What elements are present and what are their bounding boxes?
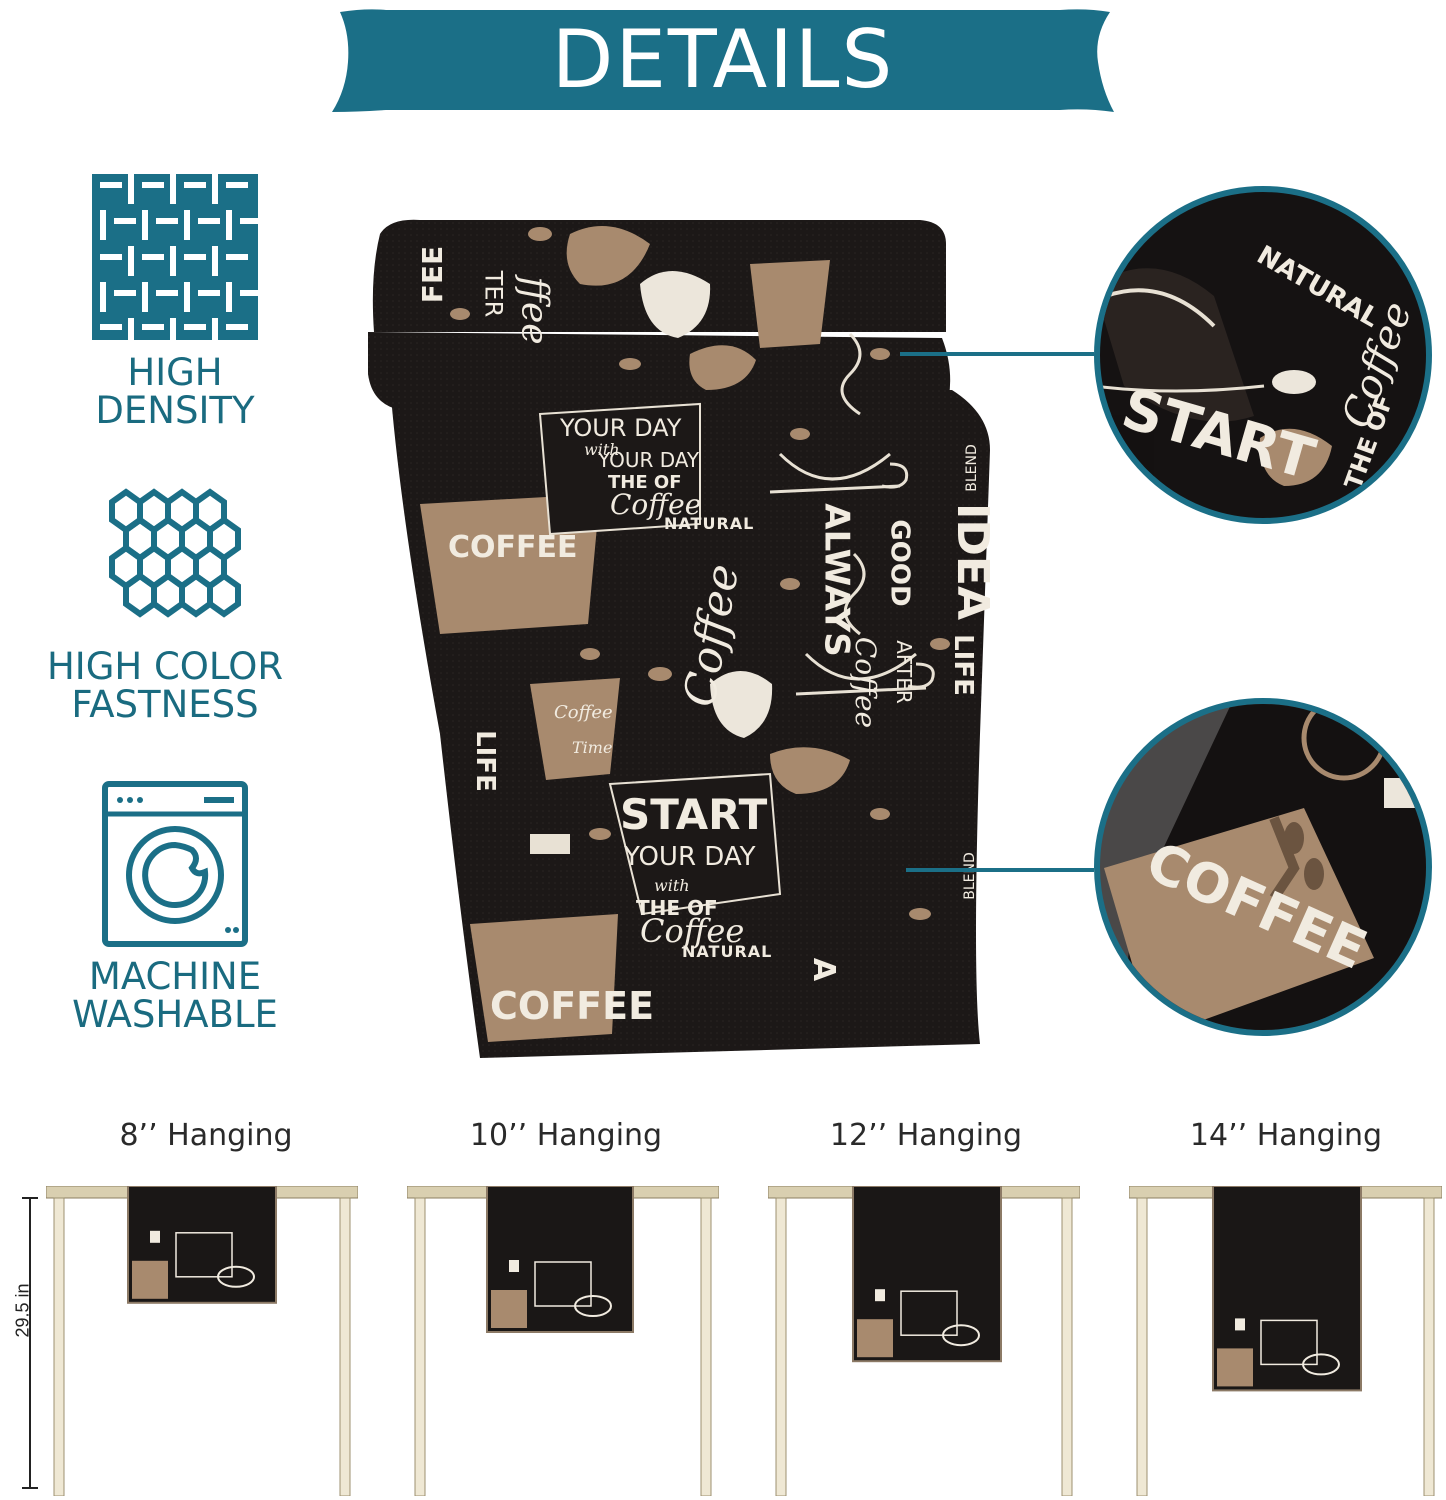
runner-motif	[1260, 1319, 1318, 1366]
height-label: 29.5 in	[12, 1283, 33, 1338]
product-text: Coffee	[610, 488, 702, 521]
product-text: COFFEE	[490, 984, 655, 1028]
runner-motif	[534, 1261, 592, 1307]
feature-label-density: HIGH DENSITY	[60, 354, 290, 430]
zoom-connector-lines	[900, 352, 1094, 872]
hanging-table-diagram	[407, 1186, 719, 1496]
table-leg	[414, 1197, 426, 1496]
details-banner	[332, 9, 1114, 112]
product-text: with	[584, 440, 620, 459]
product-text: YOUR DAY	[624, 842, 756, 872]
product-text: COFFEE	[448, 530, 578, 565]
product-text: YOUR DAY	[560, 414, 682, 442]
runner-motif	[900, 1290, 958, 1336]
feature-line: DENSITY	[95, 389, 255, 432]
feature-line: FASTNESS	[71, 683, 259, 726]
feature-label-washable: MACHINE WASHABLE	[40, 958, 310, 1034]
runner-motif	[150, 1230, 160, 1243]
details-title: DETAILS	[551, 13, 895, 106]
product-text: NATURAL	[682, 942, 773, 961]
product-text: NATURAL	[664, 514, 755, 533]
table-leg	[1061, 1197, 1073, 1496]
table-leg	[1423, 1197, 1435, 1496]
hanging-table-diagram	[46, 1186, 358, 1496]
honeycomb-icon	[109, 488, 241, 618]
table-runner-product	[368, 219, 990, 1058]
product-text: Time	[572, 738, 613, 757]
product-text: Coffee	[640, 912, 745, 950]
runner-motif	[509, 1260, 519, 1272]
hanging-label-14: 14’’ Hanging	[1189, 1118, 1383, 1153]
zoom-fabric-edge: COFFEE	[1094, 698, 1432, 1036]
product-text: Coffee	[554, 702, 613, 723]
hanging-table-diagram	[768, 1186, 1080, 1496]
product-text: THE OF	[636, 896, 718, 920]
runner-motif	[1217, 1348, 1253, 1387]
runner-motif	[1235, 1318, 1245, 1331]
product-text: YOUR DAY	[598, 448, 700, 472]
feature-line: MACHINE	[88, 955, 262, 998]
table-leg	[700, 1197, 712, 1496]
height-measure	[22, 1197, 38, 1489]
product-text: START	[620, 790, 768, 839]
hanging-label-8: 8’’ Hanging	[119, 1118, 293, 1153]
runner-motif	[857, 1319, 893, 1358]
table-leg	[775, 1197, 787, 1496]
runner-motif	[875, 1289, 885, 1302]
feature-line: HIGH	[127, 351, 223, 394]
washing-machine-icon	[102, 781, 248, 947]
hanging-label-10: 10’’ Hanging	[469, 1118, 663, 1153]
feature-line: HIGH COLOR	[46, 645, 284, 688]
table-leg	[53, 1197, 65, 1496]
table-leg	[339, 1197, 351, 1496]
zoom-fabric-print: NATURAL START THE OF Coffee	[1094, 186, 1432, 524]
runner-motif	[175, 1232, 233, 1278]
table-leg	[1136, 1197, 1148, 1496]
hanging-table-diagram	[1129, 1186, 1442, 1496]
feature-label-fastness: HIGH COLOR FASTNESS	[20, 648, 310, 724]
hanging-label-12: 12’’ Hanging	[829, 1118, 1023, 1153]
runner-motif	[491, 1290, 527, 1328]
feature-line: WASHABLE	[72, 993, 278, 1036]
weave-icon	[92, 174, 258, 340]
product-text: with	[654, 876, 690, 895]
product-text: THE OF	[608, 472, 682, 493]
runner-motif	[132, 1260, 168, 1299]
